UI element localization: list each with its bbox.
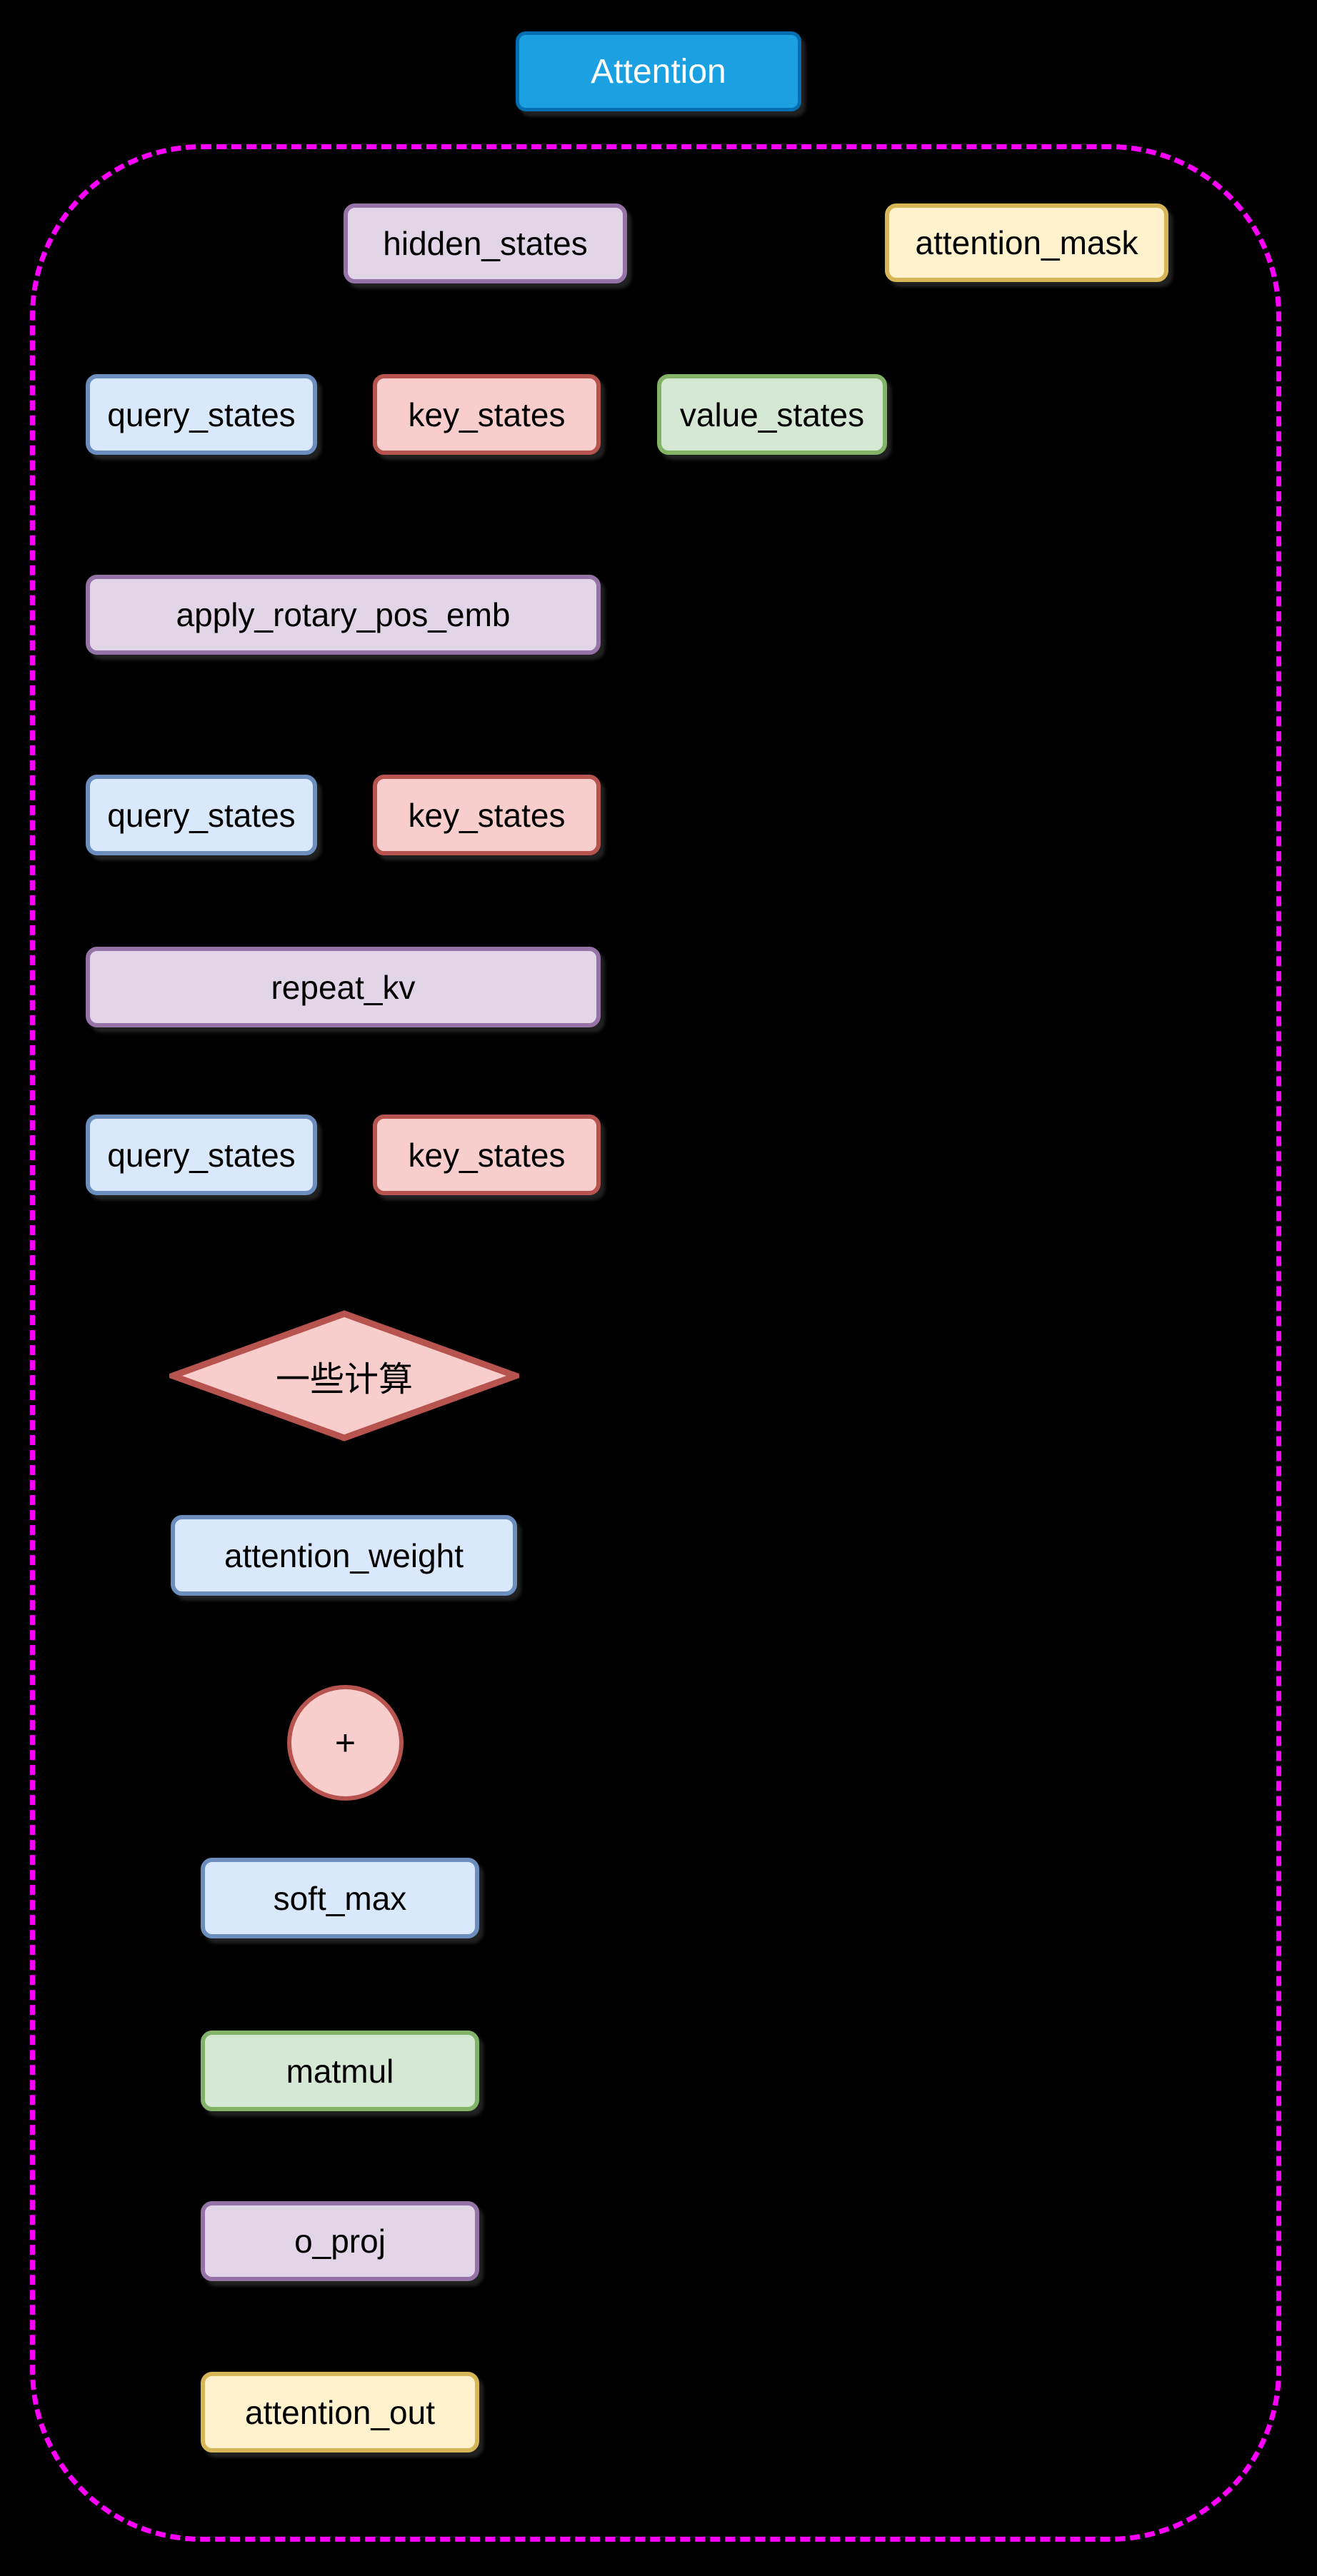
node-some-computation-diamond: 一些计算 [169, 1310, 519, 1442]
diamond-label: 一些计算 [275, 1361, 413, 1399]
node-plus-operator: + [287, 1685, 404, 1801]
node-repeat-kv: repeat_kv [86, 947, 601, 1027]
node-attention-out: attention_out [201, 2372, 479, 2452]
node-query-states-1: query_states [86, 374, 317, 455]
node-matmul: matmul [201, 2031, 479, 2111]
diamond-shape [169, 1310, 519, 1442]
node-query-states-2: query_states [86, 775, 317, 855]
node-query-states-3: query_states [86, 1115, 317, 1195]
module-boundary [30, 144, 1281, 2542]
node-value-states: value_states [657, 374, 887, 455]
node-attention-weight: attention_weight [171, 1515, 517, 1596]
node-attention-mask: attention_mask [885, 203, 1168, 282]
node-attention-title: Attention [516, 31, 801, 111]
node-key-states-3: key_states [373, 1115, 601, 1195]
node-key-states-2: key_states [373, 775, 601, 855]
node-soft-max: soft_max [201, 1858, 479, 1938]
node-key-states-1: key_states [373, 374, 601, 455]
node-hidden-states: hidden_states [344, 203, 627, 283]
node-apply-rotary-pos-emb: apply_rotary_pos_emb [86, 575, 601, 655]
node-o-proj: o_proj [201, 2201, 479, 2281]
